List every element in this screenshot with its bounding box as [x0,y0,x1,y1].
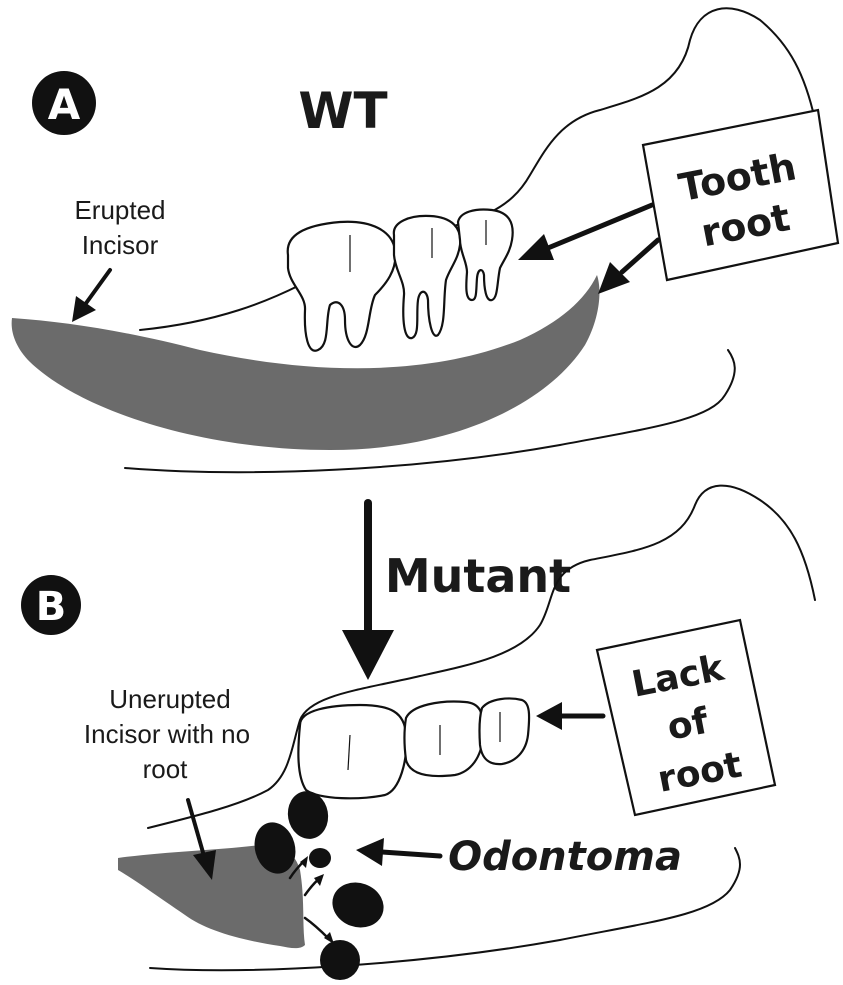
lack-of-root-box: Lack of root [597,620,775,815]
badge-a: A [32,71,96,135]
panel-a: A WT Erupted Incisor Tooth root [12,8,838,472]
odontoma-arrow [356,838,440,866]
lack-of-root-arrow [536,702,603,730]
tooth-root-box: Tooth root [643,110,838,280]
tooth-root-arrow-2 [598,240,658,294]
incisor-arrow-a [72,270,110,322]
badge-b: B [21,575,81,635]
unerupted-incisor-label-line3: root [143,754,189,784]
erupted-incisor-label-line2: Incisor [82,230,159,260]
mutant-transition: Mutant [342,503,571,680]
odontoma-label: Odontoma [448,834,682,880]
molar-2 [394,216,460,338]
unerupted-incisor-label-line1: Unerupted [109,684,230,714]
molar-b-1 [298,705,406,798]
molar-1 [288,222,396,351]
svg-text:B: B [36,584,67,630]
molar-3 [458,210,513,301]
erupted-incisor-label-line1: Erupted [74,195,165,225]
molar-b-3 [479,699,529,765]
molar-b-2 [405,702,484,776]
unerupted-incisor-label-line2: Incisor with no [84,719,250,749]
panel-a-title: WT [298,82,387,140]
tooth-root-arrow-1 [518,205,652,260]
lack-of-root-label-line2: of [664,701,712,749]
molars-b [298,699,529,799]
mutant-label: Mutant [385,549,571,603]
molars-a [288,210,513,351]
svg-text:A: A [48,80,81,129]
